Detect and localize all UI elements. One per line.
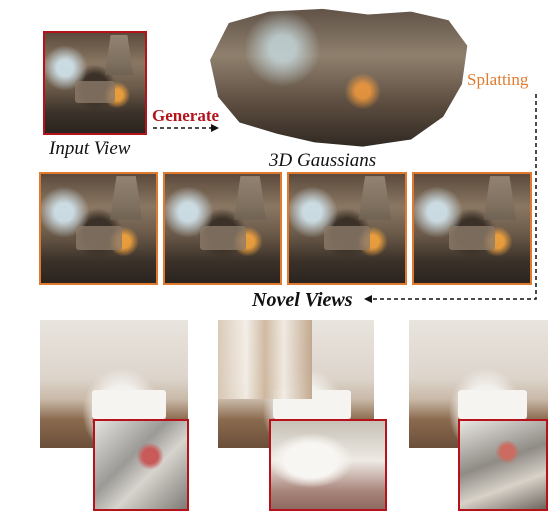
zoom-inset-2 [269,419,387,511]
kitchen-scene [41,174,156,283]
generate-label: Generate [152,106,220,125]
novel-views-label: Novel Views [252,289,353,311]
zoom-detail [271,421,385,509]
splatting-label: Splatting [467,70,529,89]
novel-view-3 [287,172,407,285]
input-view-label: Input View [49,138,131,159]
zoom-detail [460,421,546,509]
zoom-detail [95,421,187,509]
novel-view-2 [163,172,282,285]
novel-view-1 [39,172,158,285]
zoom-inset-3 [458,419,548,511]
splatting-arrow [364,94,537,303]
gaussians-label: 3D Gaussians [269,150,377,171]
kitchen-scene [289,174,405,283]
zoom-inset-1 [93,419,189,511]
kitchen-scene [414,174,530,283]
kitchen-scene [165,174,280,283]
novel-view-4 [412,172,532,285]
gaussian-point-cloud [210,8,468,147]
generate-arrow [153,124,219,132]
kitchen-scene [45,33,145,133]
input-view-image [43,31,147,135]
